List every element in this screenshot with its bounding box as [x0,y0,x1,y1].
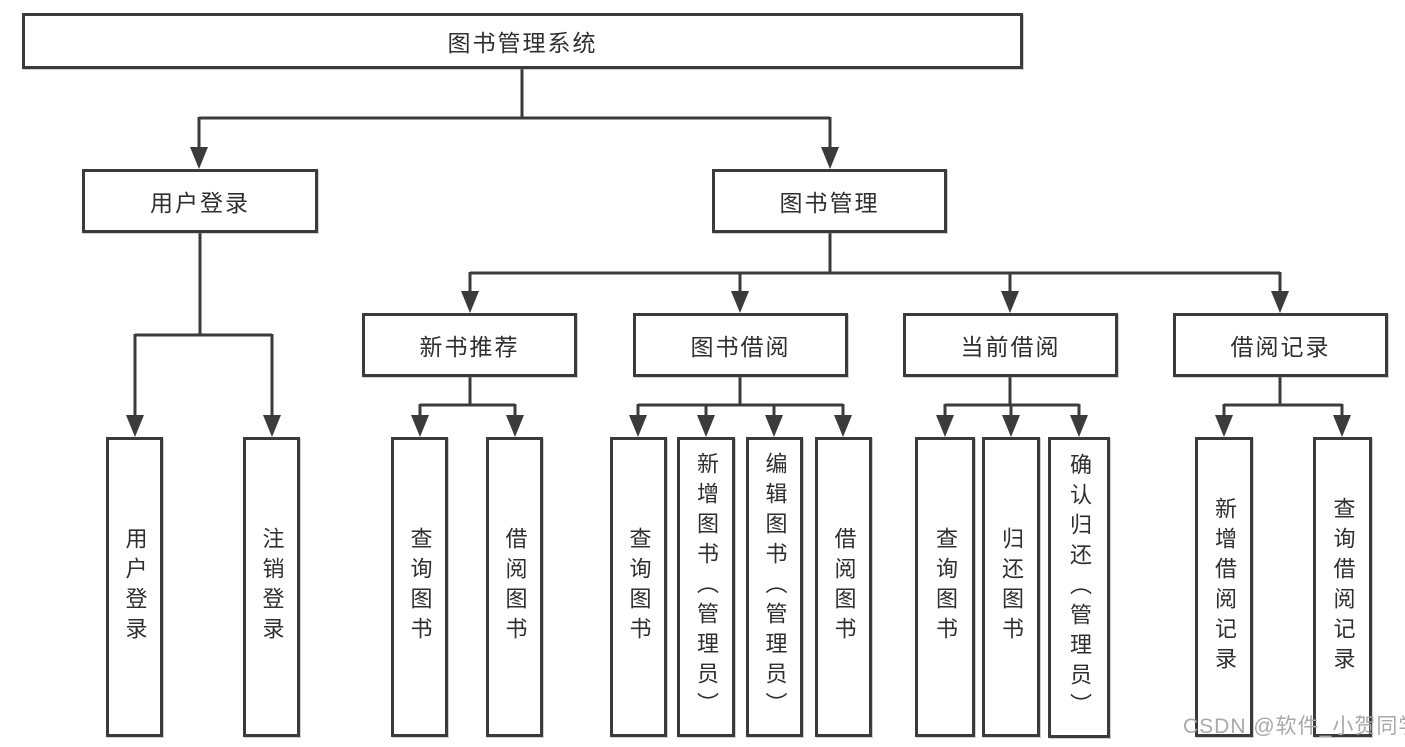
leaf-add-books-admin: 新增图书（管理员） [677,437,735,737]
leaf-add-borrow-record-label: 新增借阅记录 [1212,497,1237,677]
leaf-add-books-admin-label: 新增图书（管理员） [694,452,719,722]
leaf-user-login-label: 用户登录 [122,527,148,647]
arrowhead-icons [126,147,1351,437]
leaf-confirm-return-admin: 确认归还（管理员） [1048,437,1110,738]
leaf-query-borrow-record: 查询借阅记录 [1313,437,1372,737]
leaf-add-borrow-record: 新增借阅记录 [1195,437,1253,737]
node-current-borrow: 当前借阅 [903,313,1118,377]
node-new-book-recommend: 新书推荐 [362,313,577,377]
leaf-borrow-books-recommend-label: 借阅图书 [502,527,528,647]
leaf-borrow-books-recommend: 借阅图书 [486,437,543,737]
leaf-query-books-recommend: 查询图书 [391,437,448,737]
leaf-query-books-recommend-label: 查询图书 [407,527,433,647]
leaf-user-login: 用户登录 [106,437,163,737]
leaf-return-books: 归还图书 [982,437,1040,737]
leaf-edit-books-admin-label: 编辑图书（管理员） [762,452,788,722]
leaf-query-books-current: 查询图书 [915,437,975,737]
leaf-edit-books-admin: 编辑图书（管理员） [746,437,803,737]
node-book-borrow: 图书借阅 [633,313,848,377]
leaf-query-books-borrow-label: 查询图书 [626,527,652,647]
node-book-management: 图书管理 [712,169,947,233]
node-borrow-records: 借阅记录 [1173,313,1388,377]
leaf-borrow-books: 借阅图书 [815,437,872,737]
leaf-query-books-current-label: 查询图书 [933,527,958,647]
leaf-logout: 注销登录 [243,437,300,737]
leaf-query-borrow-record-label: 查询借阅记录 [1330,497,1356,677]
leaf-confirm-return-admin-label: 确认归还（管理员） [1067,452,1092,723]
leaf-query-books-borrow: 查询图书 [610,437,667,737]
node-root-library-system: 图书管理系统 [22,13,1023,69]
leaf-return-books-label: 归还图书 [999,527,1024,647]
leaf-logout-label: 注销登录 [259,527,285,647]
leaf-borrow-books-label: 借阅图书 [831,527,857,647]
watermark: CSDN @软件_小贺同学 [1183,715,1405,738]
node-user-login: 用户登录 [82,169,318,233]
